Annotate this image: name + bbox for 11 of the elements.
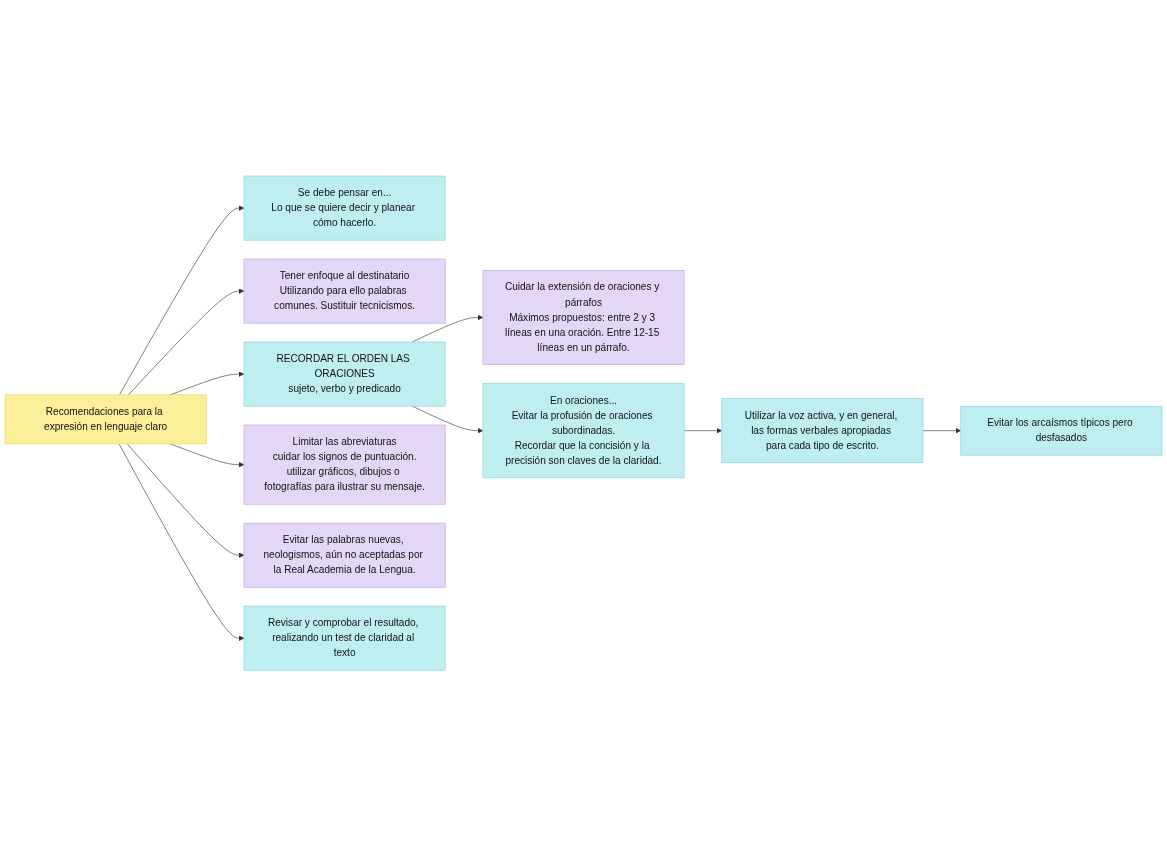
node-box: Tener enfoque al destinatario Utilizando para ello palabras comunes. Sustituir tecnicismos. (243, 258, 446, 324)
node-box: RECORDAR EL ORDEN LAS ORACIONES sujeto, verbo y predicado (243, 341, 446, 407)
node-box: En oraciones... Evitar la profusión de oraciones subordinadas. Recordar que la concisión y la precisión son claves de la claridad. (482, 383, 685, 478)
node-box: Recomendaciones para la expresión en lenguaje claro (4, 394, 207, 445)
node-box: Limitar las abreviaturas cuidar los signos de puntuación. utilizar gráficos, dibujos o fotografías para ilustrar su mensaje. (243, 424, 446, 505)
node-box: Se debe pensar en... Lo que se quiere decir y planear cómo hacerlo. (243, 175, 446, 241)
node-box: Evitar las palabras nuevas, neologismos, aún no aceptadas por la Real Academia de la Lengua. (243, 522, 446, 588)
node-box: Evitar los arcaísmos típicos pero desfasados (960, 405, 1163, 456)
node-box: Cuidar la extensión de oraciones y párrafos Máximos propuestos: entre 2 y 3 líneas en una oración. Entre 12-15 líneas en un párrafo. (482, 269, 685, 365)
node-box: Revisar y comprobar el resultado, realizando un test de claridad al texto (243, 605, 446, 671)
node-box: Utilizar la voz activa, y en general, las formas verbales apropiadas para cada tipo de escrito. (721, 398, 924, 463)
